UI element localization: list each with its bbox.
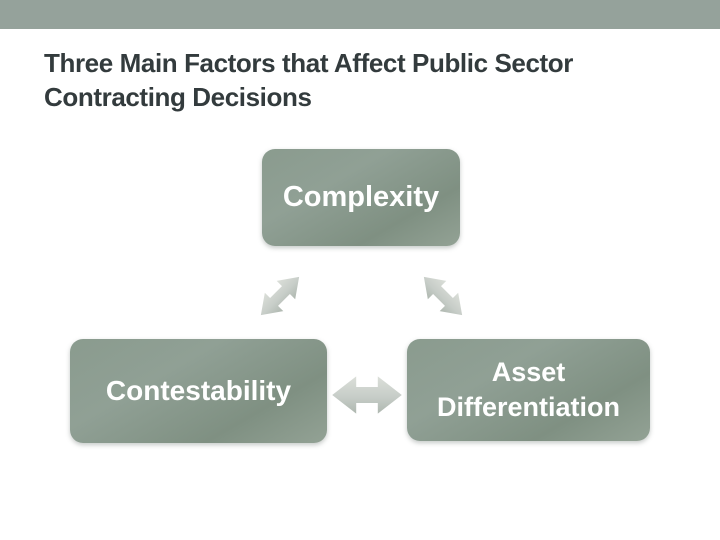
asset-differentiation-box: Asset Differentiation — [407, 339, 650, 441]
complexity-box: Complexity — [262, 149, 460, 246]
double-arrow-diagonal-right-icon — [423, 276, 463, 316]
slide-title-line-2: Contracting Decisions — [44, 82, 312, 112]
double-arrow-diagonal-left-icon — [260, 276, 300, 316]
asset-differentiation-box-label: Asset Differentiation — [436, 357, 620, 422]
complexity-box-label: Complexity — [282, 181, 440, 213]
contestability-box: Contestability — [70, 339, 327, 443]
contestability-box-label: Contestability — [105, 375, 292, 406]
slide-title-line-1: Three Main Factors that Affect Public Se… — [44, 48, 573, 78]
slide-accent-bar — [0, 0, 720, 29]
slide-title: Three Main Factors that Affect Public Se… — [44, 46, 664, 114]
double-arrow-horizontal-icon — [332, 376, 402, 414]
